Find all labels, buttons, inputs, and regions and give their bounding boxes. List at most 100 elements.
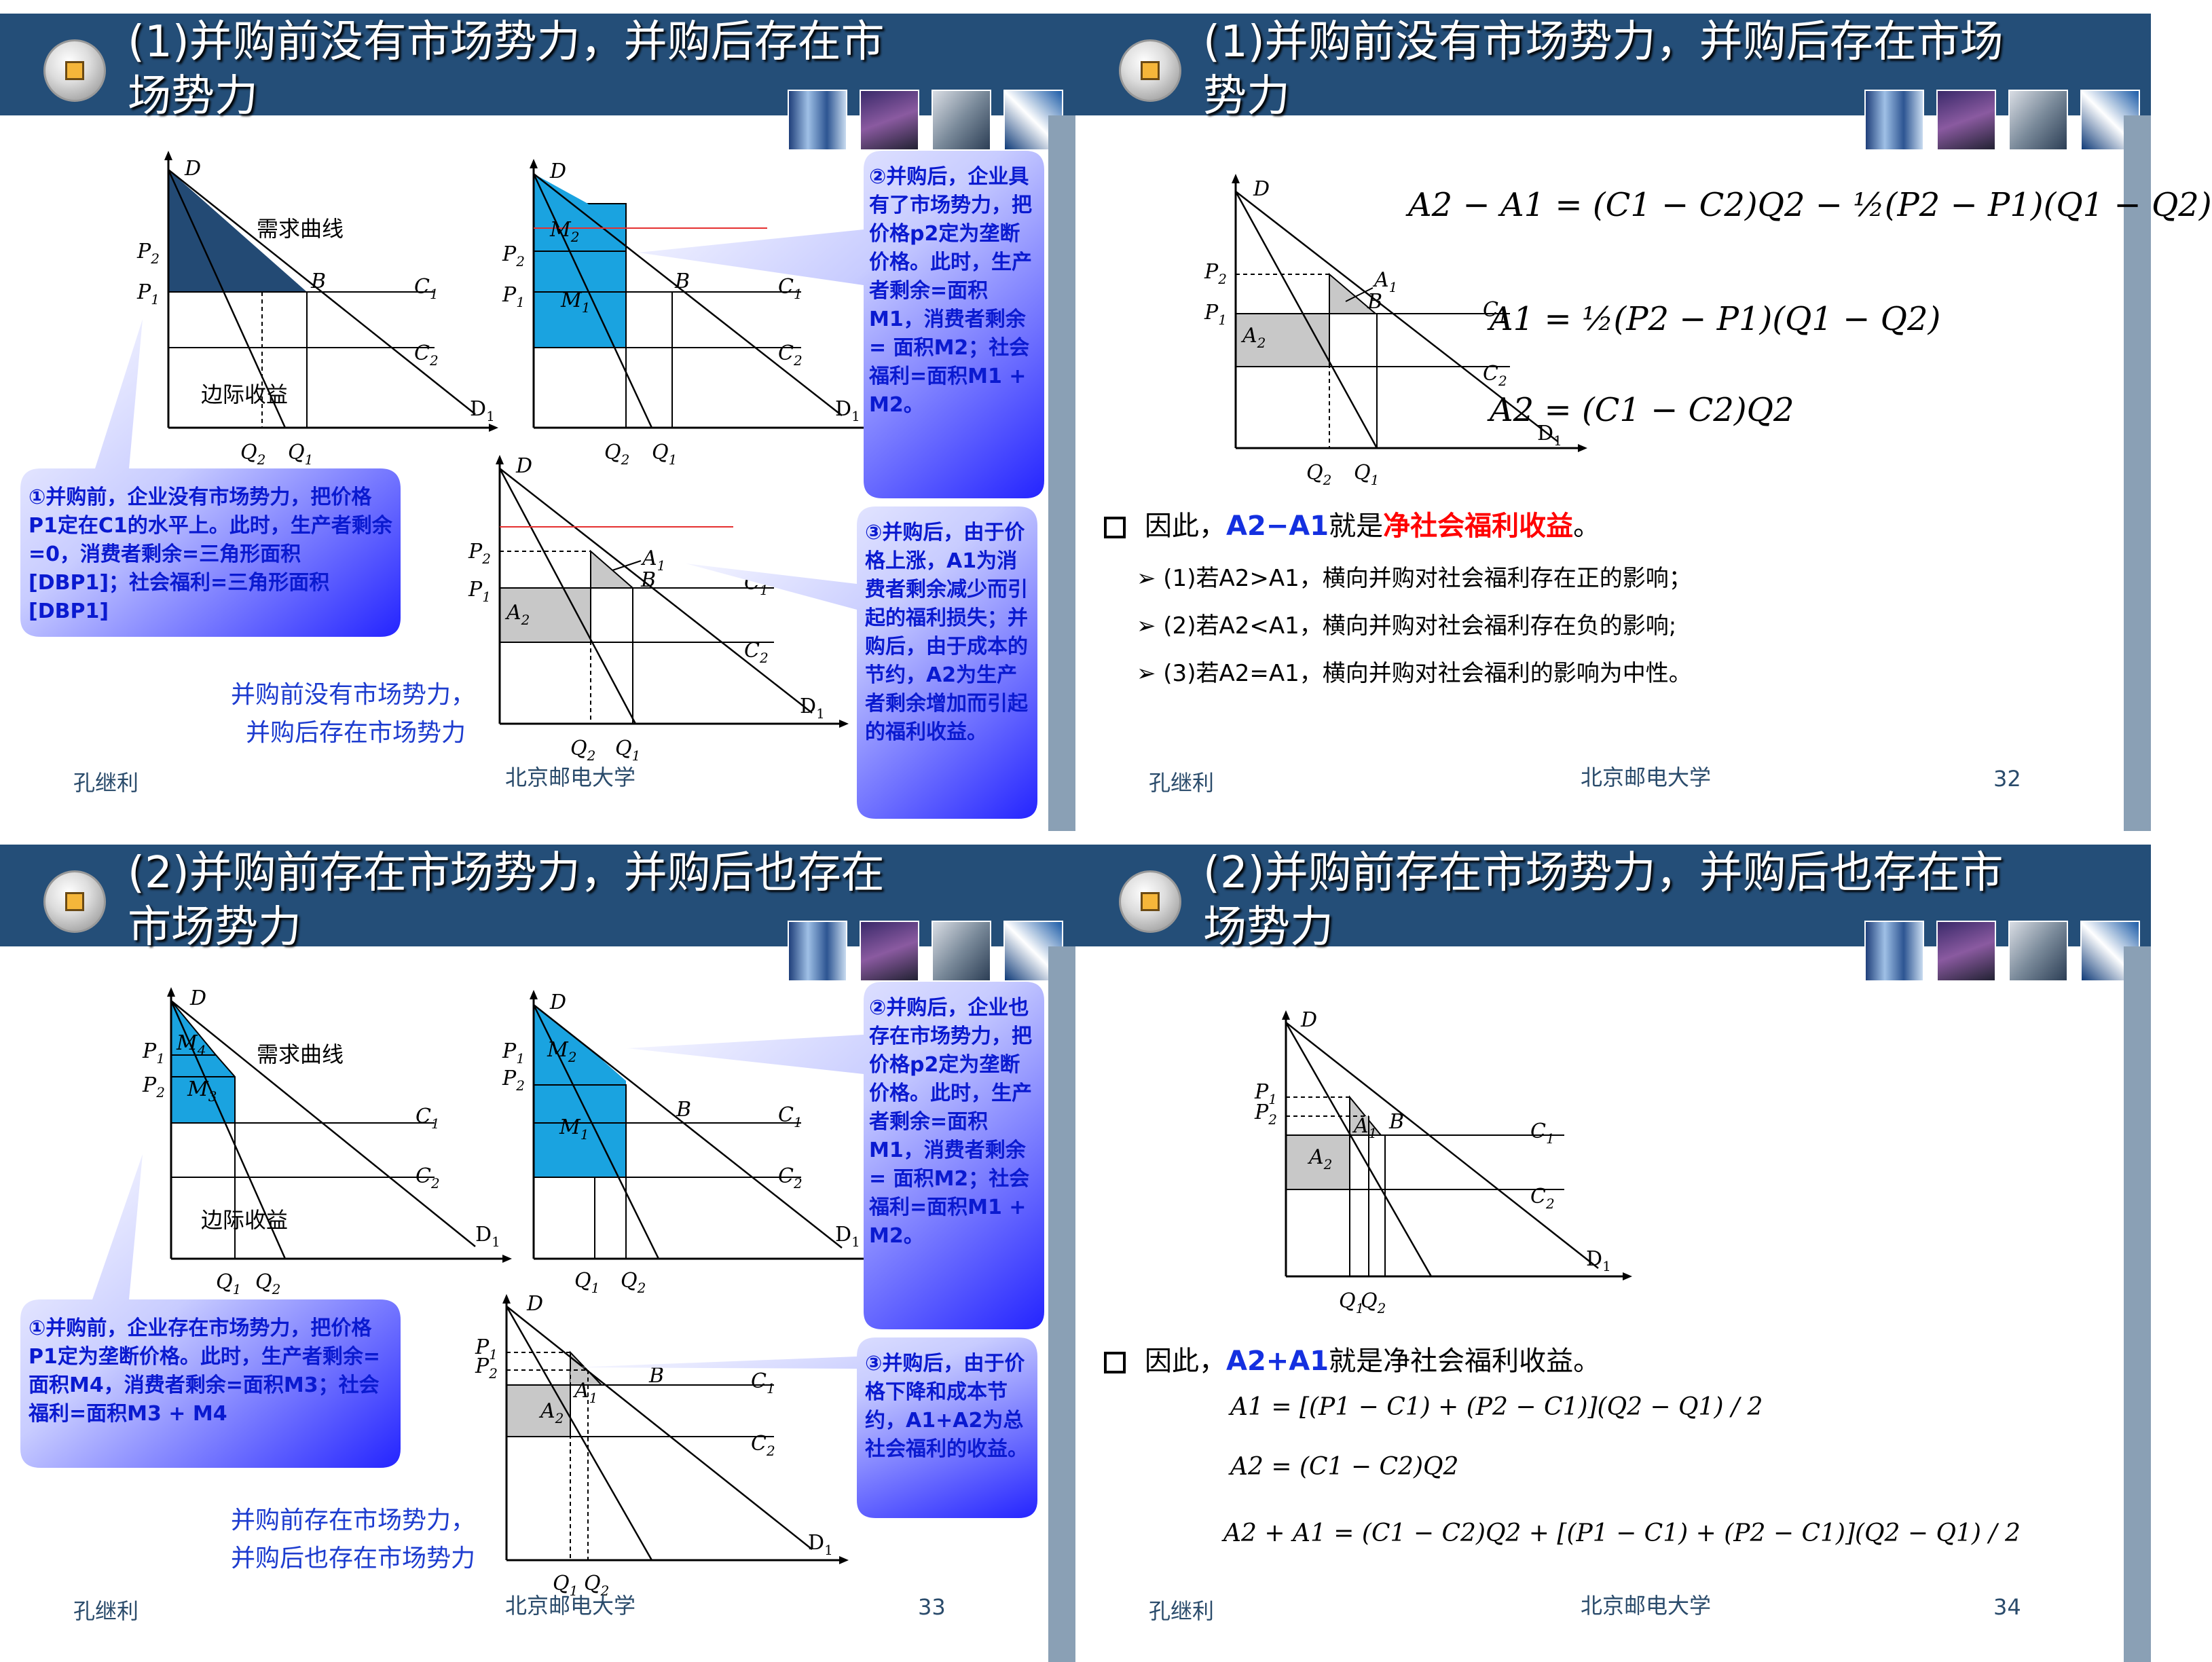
formula-total: A2 + A1 = (C1 − C2)Q2 + [(P1 − C1) + (P2… bbox=[1223, 1519, 2021, 1547]
building-thumbnail-icon bbox=[1864, 921, 1924, 982]
callout-before bbox=[20, 1154, 401, 1468]
diagram-svg: D P1 P2 A1 B A2 C1 C2 D1 Q1 Q2 bbox=[1254, 1008, 1632, 1316]
svg-text:M1: M1 bbox=[560, 289, 590, 316]
label-p2: P2 bbox=[136, 240, 160, 267]
city-thumbnail-icon bbox=[1936, 921, 1996, 982]
slide-title: (2)并购前存在市场势力，并购后也存在市场势力 bbox=[1203, 848, 2004, 953]
svg-text:Q1: Q1 bbox=[216, 1270, 241, 1297]
marginal-revenue-label: 边际收益 bbox=[201, 382, 288, 407]
footer-author: 孔继利 bbox=[73, 1598, 139, 1624]
svg-text:C2: C2 bbox=[778, 1164, 803, 1192]
side-bar bbox=[1048, 115, 1075, 831]
logo-icon bbox=[43, 870, 106, 933]
svg-text:P2: P2 bbox=[468, 540, 491, 567]
marginal-revenue-label: 边际收益 bbox=[201, 1207, 288, 1233]
chart-before: D P2 P1 B C1 C2 D1 Q2 Q1 bbox=[136, 151, 498, 468]
callout-welfare-text: ③并购后，由于价格上涨，A1为消费者剩余减少而引起的福利损失；并购后，由于成本的… bbox=[865, 521, 1028, 744]
svg-text:C1: C1 bbox=[751, 1369, 775, 1397]
callout-welfare-text: ③并购后，由于价格下降和成本节约，A1+A2为总社会福利的收益。 bbox=[865, 1352, 1028, 1461]
callout-after bbox=[638, 151, 1044, 498]
svg-text:P2: P2 bbox=[142, 1073, 165, 1101]
svg-text:B: B bbox=[648, 1364, 664, 1388]
label-c2: C2 bbox=[414, 341, 439, 369]
svg-text:B: B bbox=[1367, 290, 1382, 314]
svg-text:A1: A1 bbox=[1372, 268, 1397, 295]
building-thumbnail-icon bbox=[788, 90, 847, 151]
callout-before-text: ①并购前，企业存在市场势力，把价格P1定为垄断价格。此时，生产者剩余=面积M4，… bbox=[29, 1316, 380, 1426]
caption-line1: 并购前存在市场势力， bbox=[231, 1507, 476, 1534]
svg-text:D: D bbox=[549, 160, 566, 183]
svg-text:P1: P1 bbox=[1254, 1080, 1277, 1107]
bullet-conclusion: 因此，A2+A1就是净社会福利收益。 bbox=[1104, 1339, 1600, 1378]
svg-text:P2: P2 bbox=[475, 1354, 498, 1382]
svg-text:P1: P1 bbox=[142, 1039, 165, 1067]
svg-text:P2: P2 bbox=[502, 1067, 525, 1094]
svg-text:B: B bbox=[1388, 1110, 1404, 1134]
page-number: 32 bbox=[1993, 766, 2021, 792]
svg-text:D: D bbox=[1253, 177, 1270, 201]
svg-text:C2: C2 bbox=[416, 1164, 440, 1192]
svg-text:A2: A2 bbox=[504, 601, 530, 628]
square-bullet-icon bbox=[1104, 1352, 1126, 1373]
svg-text:B: B bbox=[640, 568, 656, 592]
demand-curve-label: 需求曲线 bbox=[257, 1041, 344, 1067]
diagrams-svg: D P2 P1 B C1 C2 D1 Q2 Q1 需求曲线 边际收益 bbox=[20, 151, 1044, 819]
slide-title: (1)并购前没有市场势力，并购后存在市场势力 bbox=[128, 17, 885, 122]
svg-text:C1: C1 bbox=[1530, 1120, 1555, 1147]
formula-a1: A1 = [(P1 − C1) + (P2 − C1)](Q2 − Q1) / … bbox=[1230, 1393, 1763, 1421]
footer-school: 北京邮电大学 bbox=[1581, 764, 1712, 790]
svg-text:D: D bbox=[515, 454, 532, 478]
svg-text:Q2: Q2 bbox=[621, 1269, 646, 1296]
label-d: D bbox=[184, 157, 201, 181]
svg-text:D1: D1 bbox=[835, 1223, 860, 1250]
svg-text:M4: M4 bbox=[176, 1031, 206, 1058]
side-bar bbox=[2124, 946, 2151, 1662]
slide-33: (2)并购前存在市场势力，并购后也存在市场势力 D P1 P2 M4 M3 bbox=[0, 831, 1075, 1662]
chart-after: D P1 P2 M2 M1 B C1 C2 D1 Q1 Q2 bbox=[502, 990, 876, 1296]
svg-text:D: D bbox=[526, 1292, 543, 1316]
svg-text:Q2: Q2 bbox=[1306, 461, 1331, 488]
sub-bullet-2: ➢ (2)若A2<A1，横向并购对社会福利存在负的影响; bbox=[1137, 612, 1677, 640]
slide-32: (1)并购前没有市场势力，并购后存在市场势力 D P2 P1 A1 B A2 C… bbox=[1075, 0, 2212, 831]
svg-text:D: D bbox=[189, 986, 206, 1010]
diagrams-svg: D P1 P2 M4 M3 C1 C2 D1 Q1 Q2 需求曲线 边际收益 bbox=[20, 982, 1044, 1599]
svg-text:D1: D1 bbox=[835, 397, 860, 424]
svg-text:D: D bbox=[1300, 1008, 1317, 1032]
svg-text:Q2: Q2 bbox=[1361, 1289, 1386, 1316]
demand-curve-label: 需求曲线 bbox=[257, 216, 344, 242]
svg-text:A1: A1 bbox=[1352, 1114, 1377, 1141]
svg-text:Q2: Q2 bbox=[255, 1270, 280, 1297]
callout-before bbox=[20, 319, 401, 637]
svg-text:P1: P1 bbox=[502, 283, 525, 310]
svg-text:P1: P1 bbox=[1204, 301, 1227, 328]
callout-after-text: ②并购后，企业具有了市场势力，把价格p2定为垄断价格。此时，生产者剩余=面积M1… bbox=[869, 165, 1032, 417]
svg-text:P2: P2 bbox=[1204, 260, 1227, 287]
caption-line2: 并购后存在市场势力 bbox=[246, 719, 466, 747]
footer-author: 孔继利 bbox=[1149, 770, 1215, 796]
logo-icon bbox=[43, 39, 106, 102]
footer-author: 孔继利 bbox=[1149, 1598, 1215, 1624]
svg-text:Q1: Q1 bbox=[615, 737, 640, 764]
callout-after bbox=[627, 982, 1044, 1329]
svg-text:P2: P2 bbox=[502, 242, 525, 270]
svg-text:C2: C2 bbox=[1530, 1185, 1555, 1212]
formula-a2: A2 = (C1 − C2)Q2 bbox=[1230, 1453, 1459, 1481]
phone-thumbnail-icon bbox=[932, 90, 991, 151]
slide-title: (2)并购前存在市场势力，并购后也存在市场势力 bbox=[128, 848, 885, 953]
svg-text:Q1: Q1 bbox=[1354, 461, 1379, 488]
phone-thumbnail-icon bbox=[2008, 90, 2068, 151]
formula-a1: A1 = ½(P2 − P1)(Q1 − Q2) bbox=[1490, 300, 1941, 338]
diagram-svg: D P2 P1 A1 B A2 C1 C2 D1 Q2 Q1 bbox=[1204, 174, 1587, 488]
logo-icon bbox=[1119, 870, 1181, 933]
consumer-surplus-region bbox=[168, 170, 307, 292]
sub-bullet-1: ➢ (1)若A2>A1，横向并购对社会福利存在正的影响； bbox=[1137, 565, 1692, 592]
svg-text:C1: C1 bbox=[778, 1103, 803, 1130]
building-thumbnail-icon bbox=[1864, 90, 1924, 151]
caption-line2: 并购后也存在市场势力 bbox=[231, 1545, 476, 1572]
callout-after-text: ②并购后，企业也存在市场势力，把价格p2定为垄断价格。此时，生产者剩余=面积M1… bbox=[869, 996, 1032, 1248]
city-thumbnail-icon bbox=[1936, 90, 1996, 151]
chart-after: D P2 P1 M2 M1 B C1 C2 D1 Q2 Q1 bbox=[502, 159, 879, 468]
footer-author: 孔继利 bbox=[73, 770, 139, 796]
callout-before-text: ①并购前，企业没有市场势力，把价格P1定在C1的水平上。此时，生产者剩余=0，消… bbox=[29, 485, 392, 623]
footer-school: 北京邮电大学 bbox=[505, 1593, 636, 1619]
